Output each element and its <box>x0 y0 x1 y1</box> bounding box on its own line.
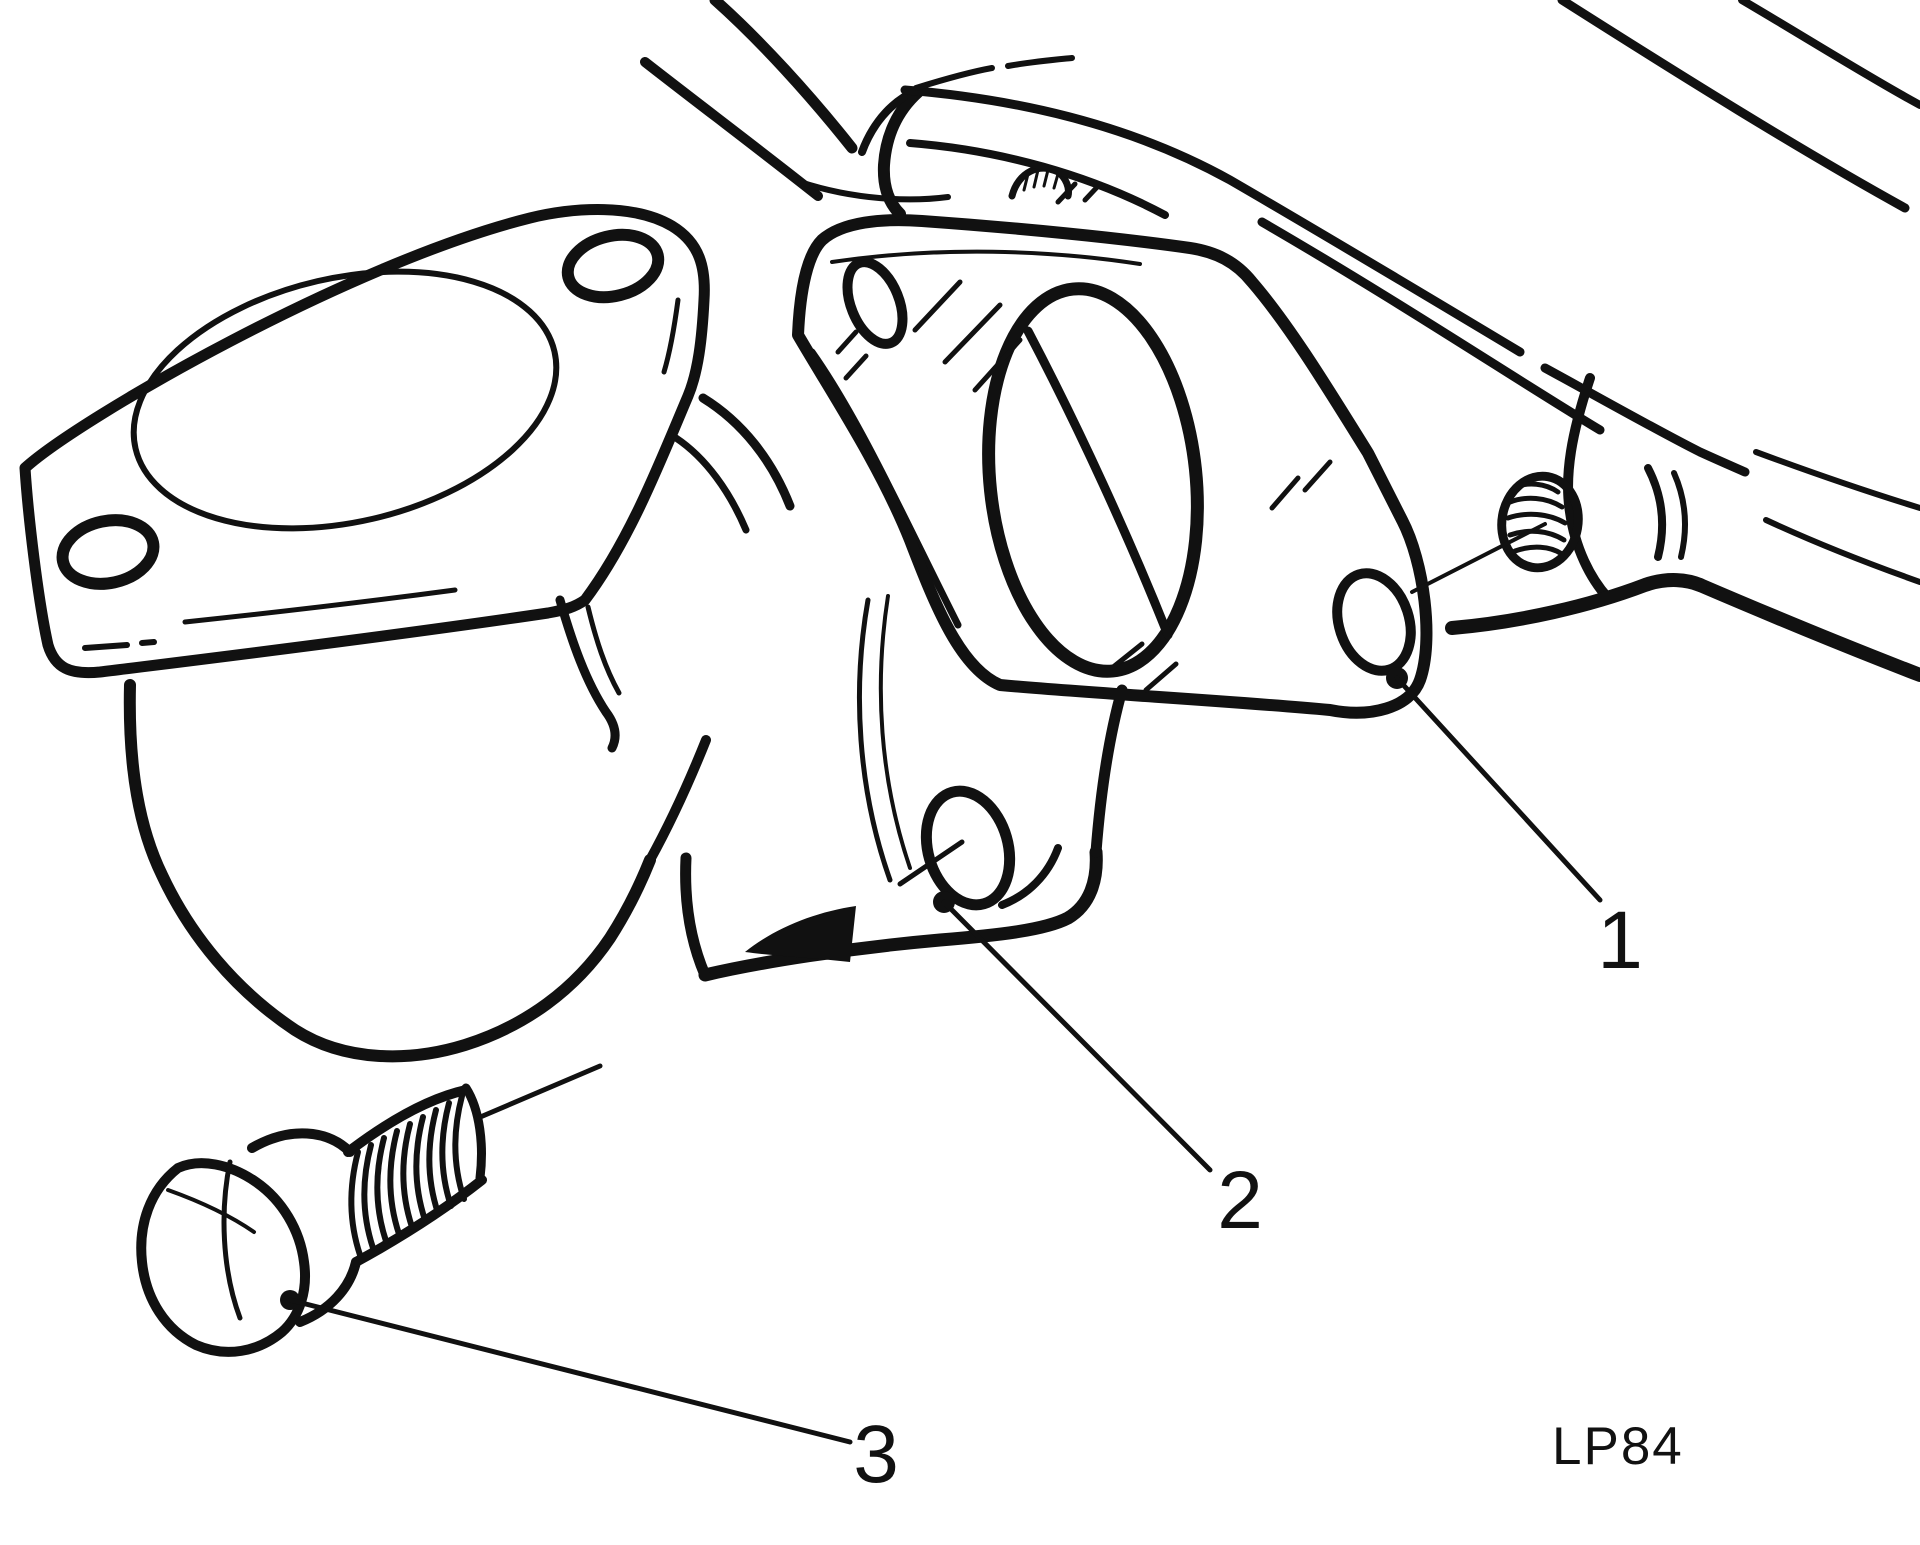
flange-port-opening <box>130 268 560 532</box>
flange-bolt-hole-top <box>561 228 665 304</box>
bolt-threads <box>348 1093 467 1258</box>
flange-socket-collar <box>555 393 795 753</box>
figure-code: LP84 <box>1552 1417 1684 1476</box>
gasket-bolt-hole-left <box>842 257 908 349</box>
elbow-body <box>123 594 912 1063</box>
elbow-flange-plate <box>19 204 710 679</box>
gasket-port-opening <box>982 282 1204 678</box>
callout-leaders <box>280 667 1603 1445</box>
callout-label-2: 2 <box>1217 1155 1263 1246</box>
callout-label-1: 1 <box>1597 895 1643 986</box>
elbow-flange-bolt-hole <box>920 785 1016 911</box>
flange-bolt-hole-bottom <box>56 514 160 590</box>
manifold-threaded-hole <box>1410 471 1583 594</box>
gasket-bolt-hole-right <box>1332 568 1416 676</box>
securing-bolt <box>136 1063 603 1357</box>
exhaust-manifold <box>640 0 1920 682</box>
callout-label-3: 3 <box>853 1409 899 1500</box>
gasket-outline <box>792 214 1433 719</box>
